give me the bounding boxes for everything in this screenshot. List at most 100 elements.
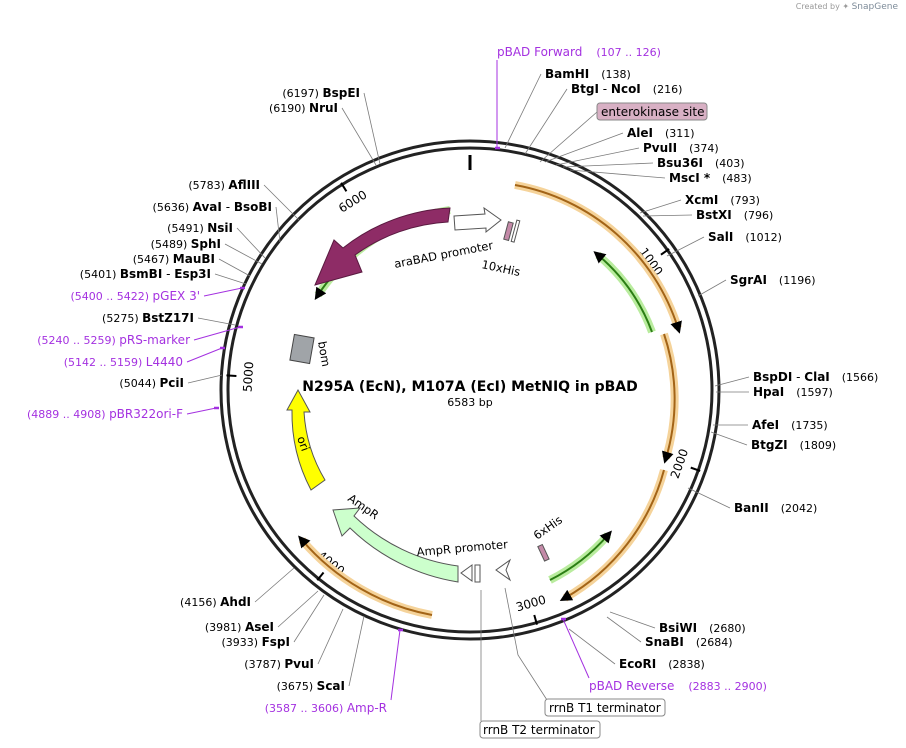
primer-name: L4440 (146, 355, 183, 369)
primer-leader (193, 326, 241, 341)
primer-label[interactable]: pBAD Forward(107 .. 126) (497, 45, 661, 59)
site-position: (1196) (779, 274, 816, 287)
site-name: NsiI (207, 221, 233, 235)
site-separator: - (222, 200, 234, 214)
leader-line (187, 374, 223, 384)
primer-name: pBR322ori-F (109, 407, 183, 421)
site-name: AfeI (752, 418, 779, 432)
his10-feature (503, 221, 514, 242)
leader-line (293, 594, 325, 643)
site-name: BstXI (696, 208, 732, 222)
site-position: (1597) (796, 386, 833, 399)
restriction-site-label[interactable]: (3675) ScaI (277, 679, 345, 693)
restriction-site-label[interactable]: BspDI - ClaI(1566) (753, 370, 878, 384)
rrnb-t2-label: rrnB T2 terminator (483, 723, 595, 737)
site-name: Esp3I (174, 267, 211, 281)
leader-line (504, 73, 542, 149)
enterokinase-label: enterokinase site (601, 105, 704, 119)
site-position: (3787) (244, 658, 284, 671)
site-position: (374) (689, 142, 719, 155)
site-position: (138) (601, 68, 631, 81)
site-name: EcoRI (619, 657, 656, 671)
restriction-site-label[interactable]: BtgZI(1809) (751, 438, 836, 452)
arac-feature (314, 207, 451, 286)
restriction-site-label[interactable]: SgrAI(1196) (730, 273, 815, 287)
site-position: (311) (665, 127, 695, 140)
restriction-site-label[interactable]: BamHI(138) (545, 67, 631, 81)
leader-line (254, 567, 295, 603)
primer-leader (186, 347, 223, 363)
site-position: (6197) (282, 87, 322, 100)
restriction-site-label[interactable]: (5275) BstZ17I (102, 311, 194, 325)
restriction-site-label[interactable]: (5491) NsiI (167, 221, 233, 235)
restriction-site-label[interactable]: (3981) AseI (205, 620, 274, 634)
restriction-site-label[interactable]: AleI(311) (627, 126, 695, 140)
site-position: (2680) (709, 622, 746, 635)
site-name: PvuII (643, 141, 677, 155)
site-position: (5044) (119, 377, 159, 390)
snapgene-credit: Created by ✦ SnapGene (796, 2, 898, 12)
primer-label[interactable]: (5142 .. 5159) L4440 (64, 355, 183, 369)
restriction-site-label[interactable]: BtgI - NcoI(216) (571, 82, 682, 96)
tick-label-5000: 5000 (240, 361, 256, 392)
site-name: NruI (309, 101, 338, 115)
restriction-site-label[interactable]: PvuII (374) (643, 141, 719, 155)
restriction-site-label[interactable]: XcmI(793) (685, 193, 760, 207)
site-position: (403) (715, 157, 745, 170)
snapgene-logo-icon: ✦ (842, 2, 850, 11)
restriction-site-label[interactable]: SnaBI(2684) (645, 635, 732, 649)
site-name: BanII (734, 501, 769, 515)
site-position: (5467) (133, 253, 173, 266)
restriction-site-label[interactable]: (6190) NruI (269, 101, 338, 115)
restriction-site-label[interactable]: (5467) MauBI (133, 252, 215, 266)
restriction-site-label[interactable]: (3787) PvuI (244, 657, 314, 671)
primer-label[interactable]: (3587 .. 3606) Amp-R (265, 701, 387, 715)
restriction-site-label[interactable]: (6197) BspEI (282, 86, 360, 100)
restriction-site-label[interactable]: BsiWI (2680) (659, 621, 746, 635)
site-name: BspDI (753, 370, 792, 384)
restriction-site-label[interactable]: Bsu36I(403) (657, 156, 745, 170)
site-position: (1012) (745, 231, 782, 244)
restriction-site-label[interactable]: (5783) AflIII (188, 178, 260, 192)
restriction-site-label[interactable]: AfeI(1735) (752, 418, 828, 432)
primer-name: pRS-marker (119, 333, 190, 347)
leader-line (317, 608, 344, 665)
leader-line (348, 615, 365, 687)
restriction-site-label[interactable]: (5636) AvaI - BsoBI (153, 200, 272, 214)
tick-label-6000: 6000 (336, 187, 369, 215)
primer-range: (107 .. 126) (596, 46, 661, 59)
primer-label[interactable]: (4889 .. 4908) pBR322ori-F (27, 407, 183, 421)
restriction-site-label[interactable]: BstXI(796) (696, 208, 773, 222)
restriction-site-label[interactable]: (5044) PciI (119, 376, 184, 390)
primer-label[interactable]: (5240 .. 5259) pRS-marker (37, 333, 190, 347)
restriction-site-label[interactable]: BanII(2042) (734, 501, 817, 515)
restriction-site-label[interactable]: SalI(1012) (708, 230, 782, 244)
site-position: (483) (722, 172, 752, 185)
site-position: (5275) (102, 312, 142, 325)
site-name: BsiWI (659, 621, 697, 635)
restriction-site-label[interactable]: (5401) BsmBI - Esp3I (80, 267, 211, 281)
restriction-site-label[interactable]: HpaI(1597) (753, 385, 833, 399)
primer-leader (186, 407, 217, 415)
leader-line (555, 147, 640, 166)
enterokinase-box: enterokinase site (596, 102, 708, 121)
leader-line (666, 236, 705, 257)
site-name: SphI (191, 237, 221, 251)
site-separator: - (599, 82, 611, 96)
restriction-site-label[interactable]: EcoRI(2838) (619, 657, 705, 671)
primer-range: (5240 .. 5259) (37, 334, 119, 347)
restriction-site-label[interactable]: MscI *(483) (669, 171, 752, 185)
his6-label: 6xHis (531, 513, 565, 543)
site-position: (1809) (800, 439, 837, 452)
primer-label[interactable]: (5400 .. 5422) pGEX 3' (70, 289, 200, 303)
site-position: (5491) (167, 222, 207, 235)
plasmid-name: N295A (EcN), M107A (EcI) MetNIQ in pBAD (302, 379, 637, 395)
primer-range: (5400 .. 5422) (70, 290, 152, 303)
restriction-site-label[interactable]: (5489) SphI (151, 237, 221, 251)
primer-label[interactable]: pBAD Reverse(2883 .. 2900) (589, 679, 767, 693)
restriction-site-label[interactable]: (4156) AhdI (180, 595, 251, 609)
primer-range: (5142 .. 5159) (64, 356, 146, 369)
tick-label-3000: 3000 (514, 593, 547, 615)
restriction-site-label[interactable]: (3933) FspI (222, 635, 290, 649)
